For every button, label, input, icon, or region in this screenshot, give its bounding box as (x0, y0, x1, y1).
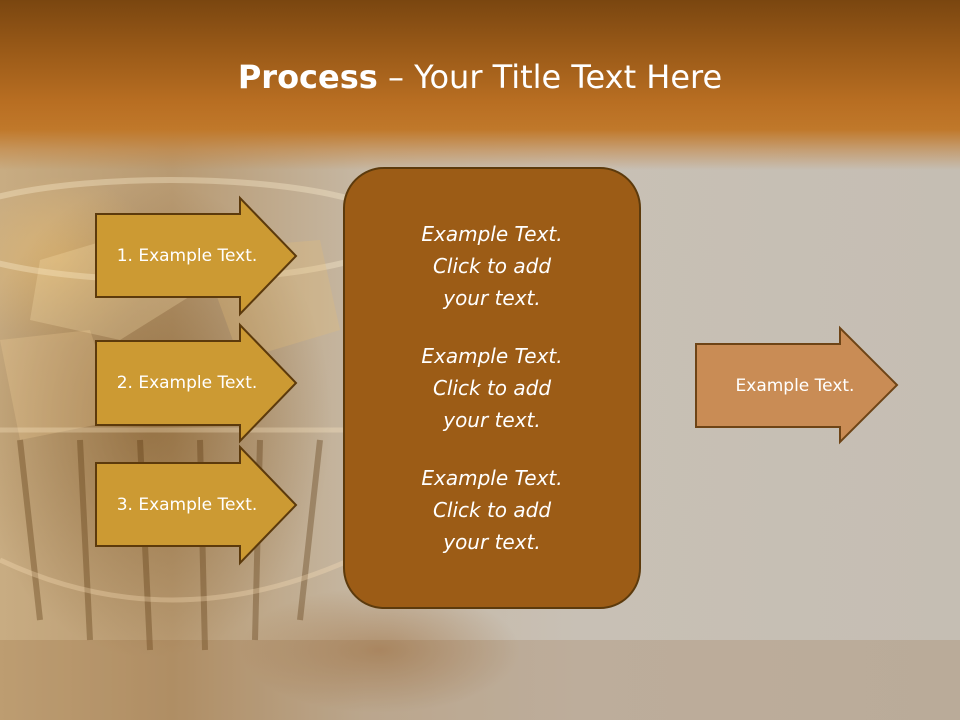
center-block-3: Example Text. Click to add your text. (362, 462, 622, 558)
center-line: Click to add (432, 376, 552, 400)
step-text-3: 3. Example Text. (116, 494, 258, 515)
title-rest: Your Title Text Here (414, 58, 723, 96)
center-line: your text. (443, 286, 541, 310)
step-label-3: 3. Example Text. (96, 463, 278, 546)
header-band (0, 0, 960, 170)
center-block-1: Example Text. Click to add your text. (362, 218, 622, 314)
output-label: Example Text. (700, 344, 890, 427)
center-line: your text. (443, 530, 541, 554)
output-arrow[interactable] (695, 325, 899, 445)
center-line: Click to add (432, 498, 552, 522)
center-line: Example Text. (421, 344, 563, 368)
slide-title[interactable]: Process – Your Title Text Here (0, 54, 960, 100)
center-line: Example Text. (421, 466, 563, 490)
center-line: Click to add (432, 254, 552, 278)
step-arrow-3[interactable] (95, 444, 298, 566)
center-line: your text. (443, 408, 541, 432)
step-arrow-1[interactable] (95, 195, 298, 317)
output-text: Example Text. (735, 375, 855, 396)
center-block-2: Example Text. Click to add your text. (362, 340, 622, 436)
step-label-1: 1. Example Text. (96, 214, 278, 297)
step-text-2: 2. Example Text. (116, 373, 258, 393)
step-label-2: 2. Example Text. (96, 341, 278, 425)
center-text-box[interactable]: Example Text. Click to add your text. Ex… (344, 168, 640, 608)
title-bold: Process (237, 58, 378, 96)
title-dash: – (377, 58, 415, 96)
center-line: Example Text. (421, 222, 563, 246)
step-arrow-2[interactable] (95, 322, 298, 444)
center-box-shape[interactable] (343, 167, 641, 609)
step-text-1: 1. Example Text. (116, 245, 258, 266)
